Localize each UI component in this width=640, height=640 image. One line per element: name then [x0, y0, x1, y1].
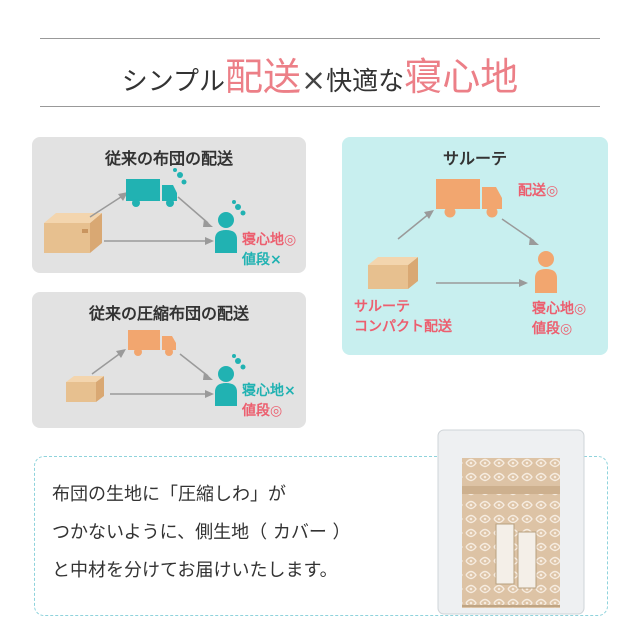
compressed-flow-diagram [66, 330, 246, 406]
note-line-1: 布団の生地に「圧縮しわ」が [52, 484, 286, 505]
panel-salute-title: サルーテ [442, 149, 507, 168]
note-line-3: と中材を分けてお届けいたします。 [52, 560, 338, 581]
salute-result-price: 値段◎ [532, 321, 573, 337]
panel-salute: サルーテ 配送◎ サルーテ コンパクト配送 寝心地◎ 値段◎ [342, 137, 608, 355]
arrow-icon [91, 349, 214, 398]
heading-simple: シンプル [121, 67, 226, 97]
panel-conventional-futon: 従来の布団の配送 [32, 137, 306, 273]
panel-compressed-futon: 従来の圧縮布団の配送 寝心地× [32, 292, 306, 428]
cardboard-box-icon [368, 257, 418, 289]
conventional-result-comfort: 寝心地◎ [242, 232, 297, 248]
salute-source-line1: サルーテ [354, 299, 410, 315]
packaged-futon-cover-image [437, 429, 585, 615]
heading-comfortable: 快適な [326, 67, 405, 97]
sweat-drops-icon [173, 168, 187, 185]
person-icon [215, 366, 237, 406]
compressed-result-comfort: 寝心地× [242, 383, 296, 399]
conventional-flow-diagram [44, 168, 246, 253]
panel-compressed-title: 従来の圧縮布団の配送 [88, 304, 249, 323]
person-icon [215, 212, 237, 253]
salute-result-comfort: 寝心地◎ [532, 301, 587, 317]
bottom-divider [40, 106, 600, 107]
person-icon [535, 251, 557, 293]
sweat-drops-icon [232, 354, 246, 370]
salute-truck-label: 配送◎ [518, 183, 559, 199]
arrow-icon [397, 210, 539, 287]
compressed-result-price: 値段◎ [242, 403, 283, 419]
panel-conventional-title: 従来の布団の配送 [104, 149, 233, 168]
arrow-icon [89, 192, 214, 245]
delivery-truck-icon [126, 179, 177, 207]
heading-times: × [301, 63, 327, 98]
salute-flow-diagram [368, 179, 557, 293]
top-divider [40, 38, 600, 39]
note-line-2: つかないように、側生地（ カバー ） [52, 522, 351, 543]
cardboard-box-icon [44, 213, 102, 253]
delivery-note-box [34, 456, 608, 616]
heading-delivery: 配送 [225, 55, 302, 99]
salute-source-line2: コンパクト配送 [354, 319, 452, 335]
cardboard-box-icon [66, 376, 104, 402]
page-heading: シンプル配送×快適な寝心地 [40, 46, 600, 104]
conventional-result-price: 値段× [242, 252, 282, 268]
sweat-drops-icon [232, 200, 246, 216]
delivery-truck-icon [128, 330, 176, 356]
delivery-truck-icon [436, 179, 502, 218]
heading-sleep-comfort: 寝心地 [404, 55, 519, 99]
